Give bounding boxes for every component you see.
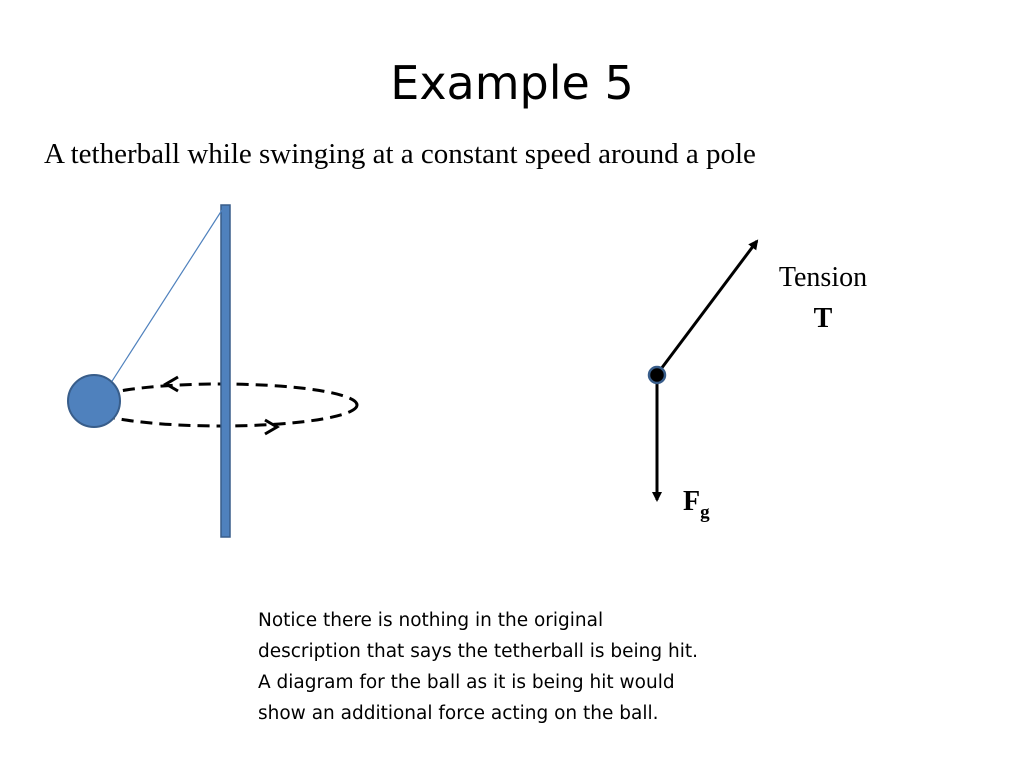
tension-symbol: T (813, 302, 833, 334)
rope (106, 209, 223, 390)
note-line: show an additional force acting on the b… (258, 703, 659, 724)
tension-label: Tension T (758, 258, 888, 339)
gravity-subscript: g (700, 502, 710, 523)
note-line: Notice there is nothing in the original (258, 610, 604, 631)
gravity-force-label: Fg (683, 486, 710, 523)
pole (220, 204, 231, 538)
gravity-symbol: F (683, 486, 701, 517)
tetherball (67, 374, 121, 428)
slide-subtitle: A tetherball while swinging at a constan… (44, 138, 756, 170)
object-point (647, 365, 667, 385)
tension-arrow (656, 239, 759, 374)
note-text: Notice there is nothing in the original … (258, 605, 758, 729)
tetherball-illustration (67, 204, 359, 538)
free-body-diagram (647, 239, 759, 502)
note-line: description that says the tetherball is … (258, 641, 698, 662)
orbit-direction-arrow-top (163, 375, 179, 393)
tension-word: Tension (778, 262, 868, 293)
orbit-direction-arrow-bottom (264, 418, 280, 436)
slide-title: Example 5 (390, 56, 634, 110)
note-line: A diagram for the ball as it is being hi… (258, 672, 675, 693)
